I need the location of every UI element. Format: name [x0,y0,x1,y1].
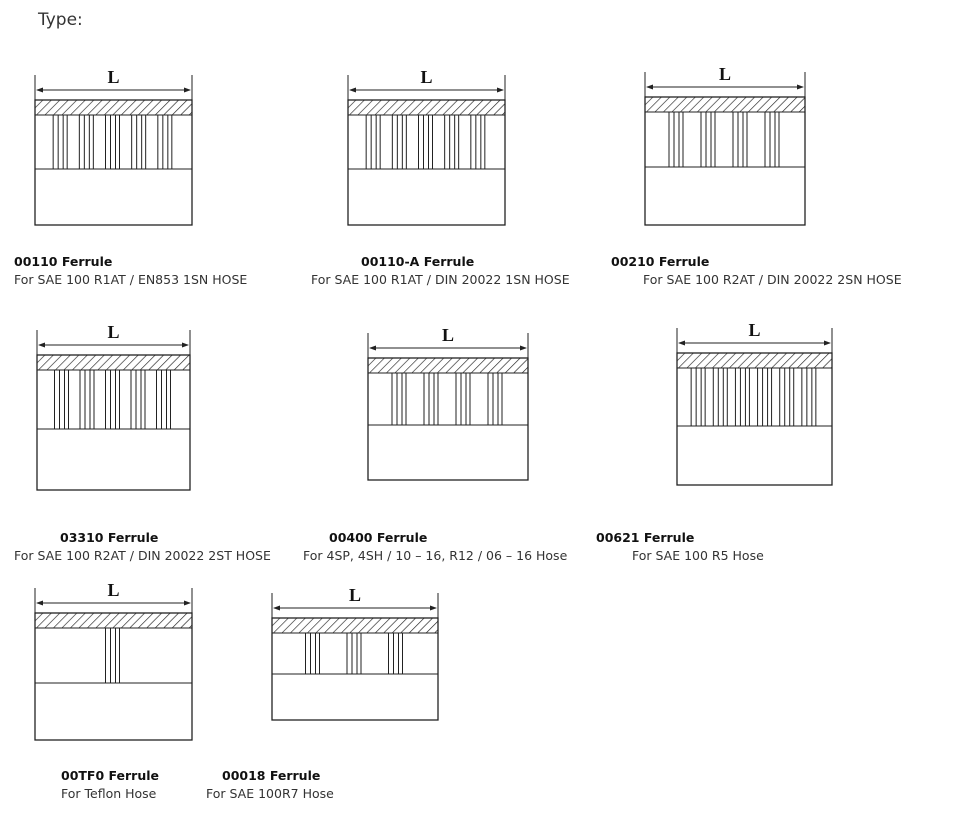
ferrule-drawing-00110-a: L [347,65,506,226]
svg-text:L: L [420,67,432,87]
item-title: 00TF0 Ferrule [61,768,160,783]
svg-text:L: L [349,585,361,605]
item-title: 00018 Ferrule [222,768,321,783]
ferrule-drawing-00210: L [644,62,806,226]
item-title: 00210 Ferrule [611,254,710,269]
item-description: For Teflon Hose [61,786,157,801]
ferrule-drawing-03310: L [36,320,191,491]
item-title: 00400 Ferrule [329,530,428,545]
item-description: For SAE 100 R1AT / DIN 20022 1SN HOSE [311,272,570,287]
ferrule-drawing-00tf0: L [34,578,193,741]
svg-text:L: L [107,580,119,600]
item-title: 03310 Ferrule [60,530,159,545]
ferrule-drawing-00400: L [367,323,529,481]
item-description: For SAE 100 R2AT / DIN 20022 2ST HOSE [14,548,271,563]
svg-text:L: L [719,64,731,84]
svg-text:L: L [442,325,454,345]
item-description: For SAE 100 R5 Hose [632,548,764,563]
ferrule-drawing-00110: L [34,65,193,226]
ferrule-drawing-00621: L [676,318,833,486]
item-title: 00110-A Ferrule [361,254,475,269]
item-title: 00621 Ferrule [596,530,695,545]
svg-text:L: L [107,67,119,87]
ferrule-drawing-00018: L [271,583,439,721]
svg-text:L: L [107,322,119,342]
section-heading: Type: [38,10,83,30]
item-description: For SAE 100R7 Hose [206,786,334,801]
item-description: For 4SP, 4SH / 10 – 16, R12 / 06 – 16 Ho… [303,548,568,563]
item-description: For SAE 100 R2AT / DIN 20022 2SN HOSE [643,272,902,287]
item-title: 00110 Ferrule [14,254,113,269]
svg-text:L: L [748,320,760,340]
item-description: For SAE 100 R1AT / EN853 1SN HOSE [14,272,248,287]
